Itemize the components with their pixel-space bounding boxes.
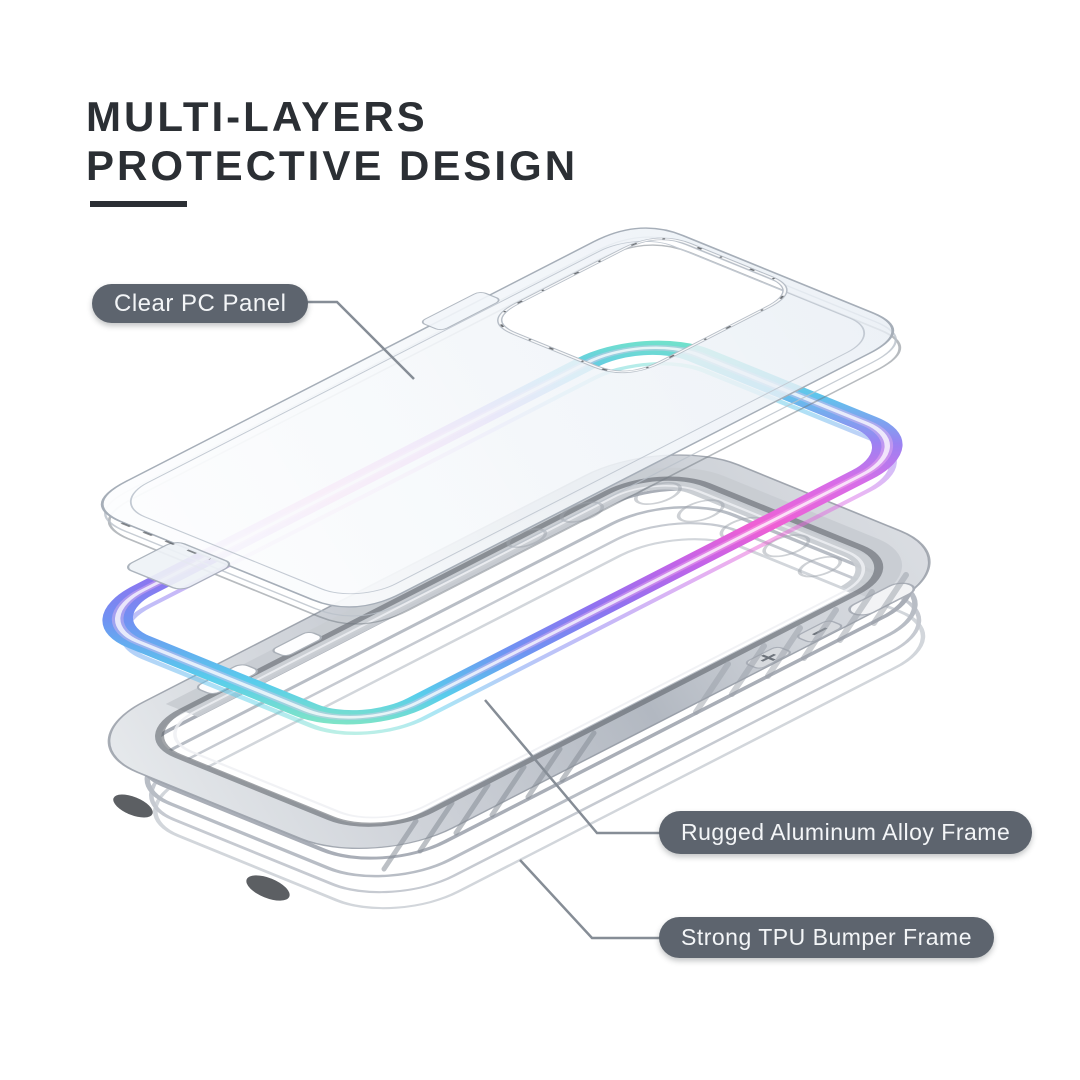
label-clear-pc-panel: Clear PC Panel [92, 284, 309, 323]
page-title: MULTI-LAYERS PROTECTIVE DESIGN [86, 92, 578, 190]
bumper-port-holes [113, 794, 290, 901]
panel-step-notch [421, 292, 500, 330]
bumper-rib-hatching [381, 730, 597, 872]
label-tpu-bumper-frame-text: Strong TPU Bumper Frame [681, 924, 973, 950]
label-tpu-bumper-frame: Strong TPU Bumper Frame [659, 917, 995, 958]
clear-pc-panel-layer [78, 216, 924, 636]
bumper-slot [272, 631, 323, 657]
label-aluminum-alloy-frame-text: Rugged Aluminum Alloy Frame [681, 819, 1011, 845]
label-aluminum-alloy-frame: Rugged Aluminum Alloy Frame [659, 811, 1033, 854]
panel-button-cut-marks [120, 522, 212, 560]
panel-inner-lip [129, 240, 866, 595]
bumper-rib-hatching-right [693, 572, 909, 715]
page-title-line1: MULTI-LAYERS [86, 93, 428, 140]
leader-tpu-bumper [519, 859, 662, 940]
title-underline [90, 201, 187, 207]
panel-clasp-tab [126, 542, 231, 590]
label-clear-pc-panel-text: Clear PC Panel [114, 289, 287, 317]
leader-aluminum-frame [484, 699, 662, 835]
page-title-line2: PROTECTIVE DESIGN [86, 142, 579, 189]
